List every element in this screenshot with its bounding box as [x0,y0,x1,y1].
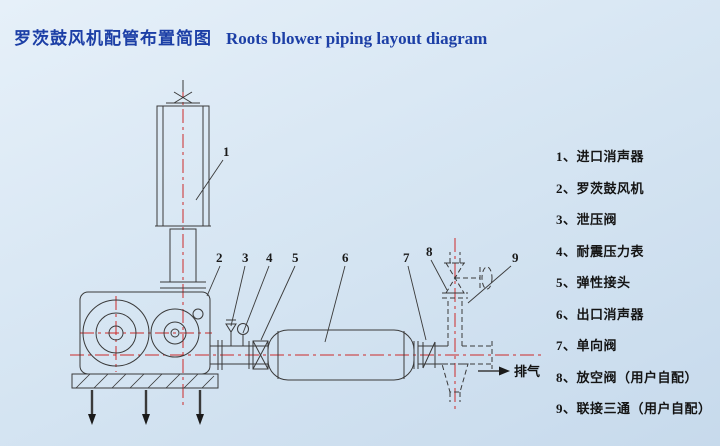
legend-item-5: 5、弹性接头 [556,275,631,290]
page-title: 罗茨鼓风机配管布置简图 Roots blower piping layout di… [14,24,487,49]
pressure-gauge [237,323,249,346]
label-1: 1 [223,144,230,159]
relief-valve [225,319,237,346]
exhaust-label: 排气 [514,364,540,379]
connecting-tee [441,341,493,402]
legend-item-3: 3、泄压阀 [556,212,618,227]
vent-valve [442,252,493,346]
title-english: Roots blower piping layout diagram [226,29,488,48]
legend-item-4: 4、耐震压力表 [556,243,645,259]
centerlines [70,84,542,410]
exhaust-arrow [478,366,510,376]
discharge-pipe [210,319,269,370]
legend-item-6: 6、出口消声器 [556,306,645,322]
legend: 1、进口消声器 2、罗茨鼓风机 3、泄压阀 4、耐震压力表 5、弹性接头 6、出… [556,146,716,430]
roots-blower [71,291,219,425]
label-9: 9 [512,250,519,265]
legend-item-1: 1、进口消声器 [556,149,645,164]
label-4: 4 [266,250,273,265]
label-5: 5 [292,250,299,265]
legend-item-2: 2、罗茨鼓风机 [556,180,645,196]
anchor-bolts [88,390,204,425]
label-7: 7 [403,250,410,265]
part-number-labels: 1 2 3 4 5 6 7 8 9 [216,144,519,265]
legend-item-8: 8、放空阀（用户自配） [556,369,699,385]
legend-item-9: 9、联接三通（用户自配） [556,401,712,416]
leader-lines [195,159,512,343]
label-6: 6 [342,250,349,265]
label-8: 8 [426,244,433,259]
inlet-silencer [155,80,211,289]
label-2: 2 [216,250,223,265]
label-3: 3 [242,250,249,265]
legend-item-7: 7、单向阀 [556,338,618,353]
title-chinese: 罗茨鼓风机配管布置简图 [14,29,212,48]
